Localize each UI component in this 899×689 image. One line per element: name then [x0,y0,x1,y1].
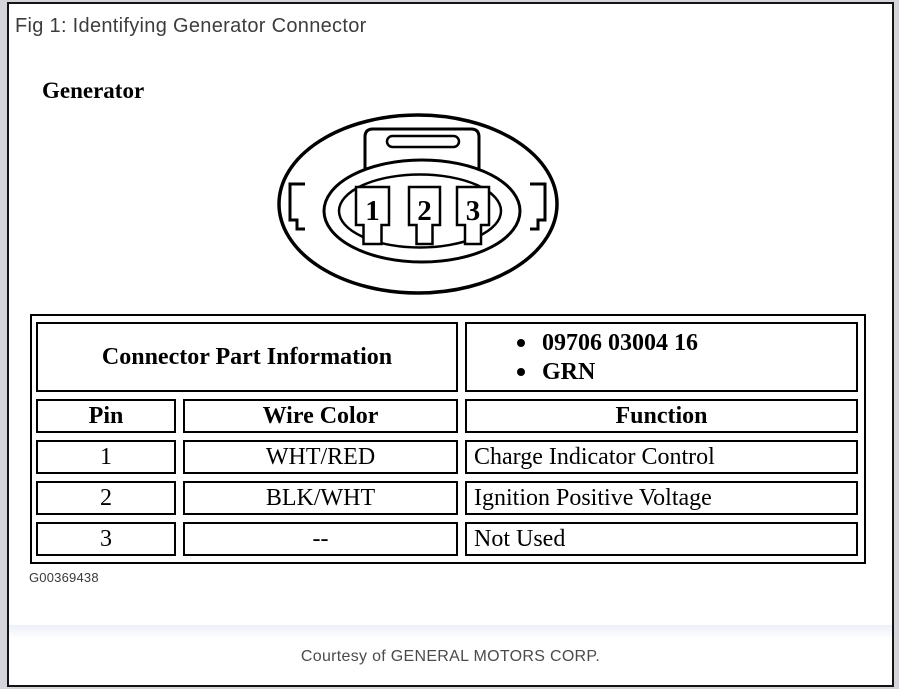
pin-3-number: 3 [466,195,481,227]
part-info-list: 09706 03004 16 GRN [517,330,698,385]
table-row-2-wire-color: BLK/WHT [183,481,458,515]
courtesy-note: Courtesy of GENERAL MOTORS CORP. [300,648,601,665]
table-row-3-wire-color: -- [183,522,458,556]
table-row-2-function: Ignition Positive Voltage [465,481,858,515]
connector-pinout-table: Connector Part Information 09706 03004 1… [30,314,866,564]
table-row-1-pin: 1 [36,440,176,474]
connector-color-code: GRN [542,358,596,385]
generator-connector-diagram: 1 2 3 [277,113,559,295]
terminal-3-shape [455,185,491,246]
pin-1-number: 1 [365,195,380,227]
table-row-1-function: Charge Indicator Control [465,440,858,474]
connector-left-keyway [288,182,305,231]
table-row-2-pin: 2 [36,481,176,515]
figure-image-code: G00369438 [29,570,99,585]
figure-title: Fig 1: Identifying Generator Connector [15,15,367,37]
pin-2-number: 2 [417,195,432,227]
table-row-3-function: Not Used [465,522,858,556]
part-info-item: 09706 03004 16 [517,330,698,356]
part-info-header-cell: Connector Part Information [36,322,458,392]
part-info-item: GRN [517,359,698,385]
bullet-icon [517,338,525,347]
column-header-wire-color: Wire Color [183,399,458,433]
footer-divider [9,625,892,640]
generator-label: Generator [42,78,145,103]
connector-latch-slot [385,134,461,149]
document-page: Fig 1: Identifying Generator Connector G… [7,2,894,687]
terminal-2-shape [407,185,442,246]
column-header-function: Function [465,399,858,433]
table-row-3-pin: 3 [36,522,176,556]
part-info-values-cell: 09706 03004 16 GRN [465,322,858,392]
connector-right-keyway [530,182,547,231]
table-row-1-wire-color: WHT/RED [183,440,458,474]
connector-top-latch [363,127,481,170]
part-number: 09706 03004 16 [542,329,698,356]
column-header-pin: Pin [36,399,176,433]
terminal-1-shape [354,185,391,246]
bullet-icon [517,367,525,376]
